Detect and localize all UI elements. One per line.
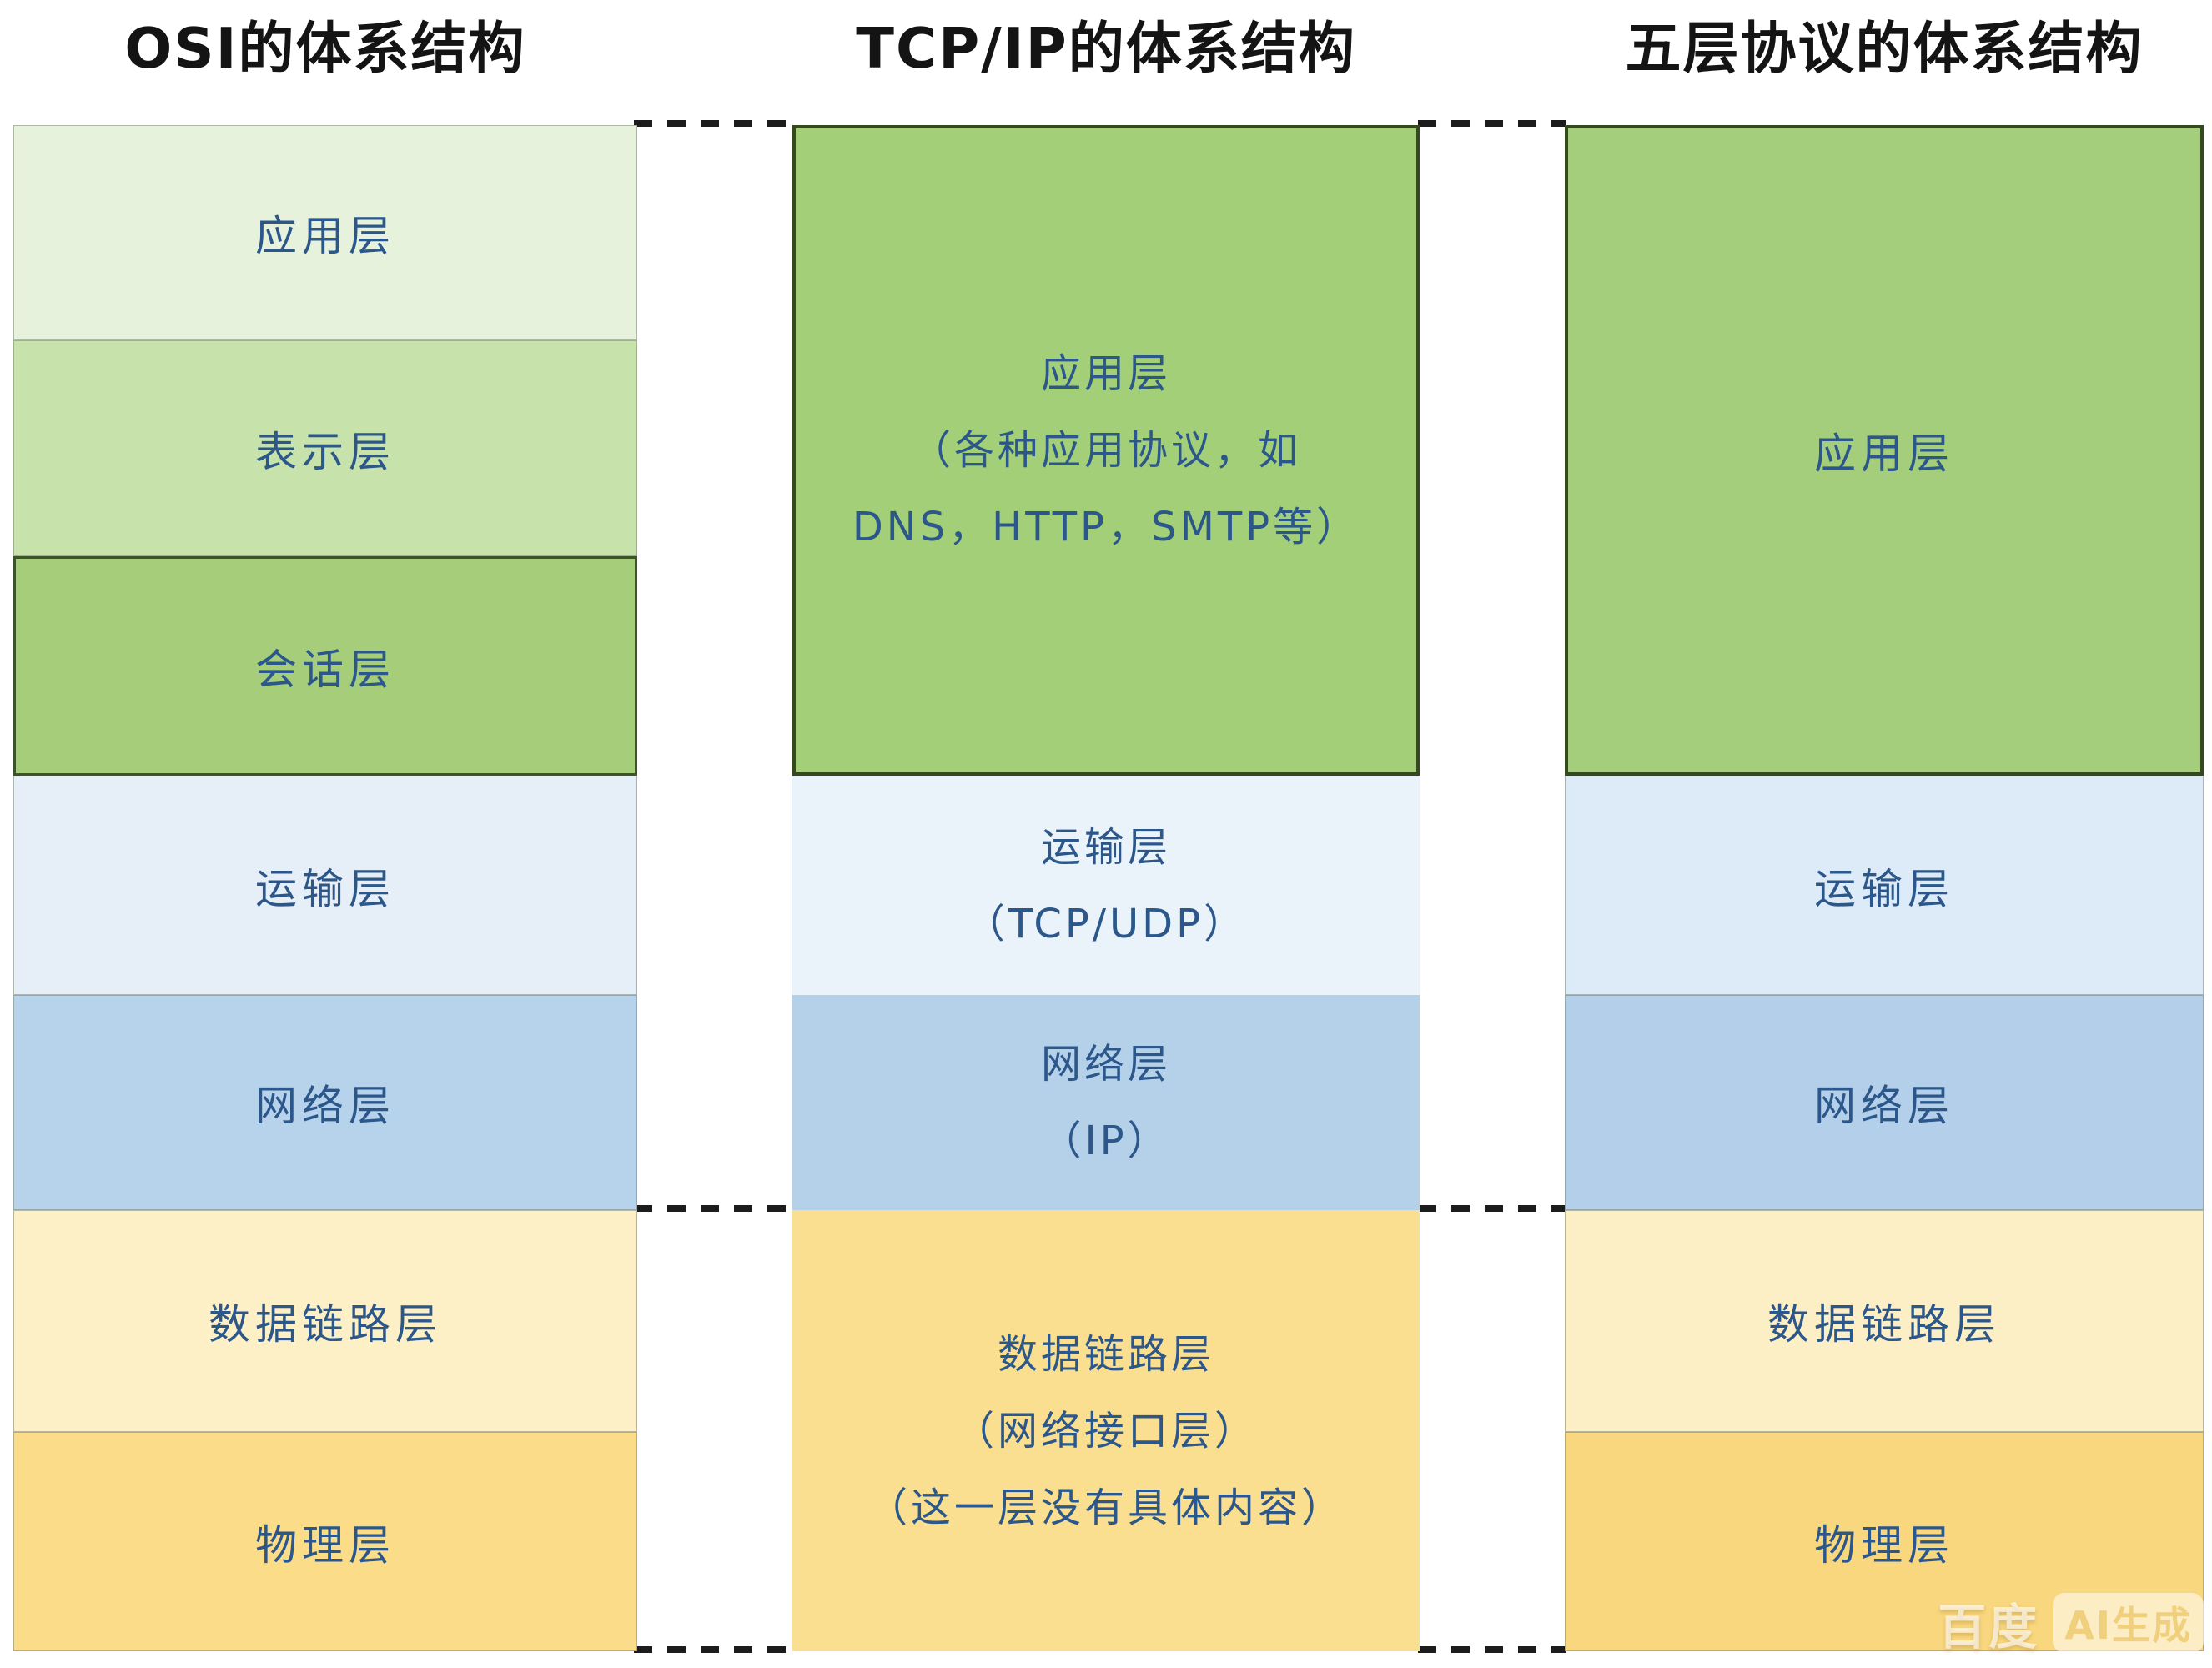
tcpip-layer-transport-line-2: （TCP/UDP） (964, 900, 1248, 947)
osi-layer-session-label: 会话层 (255, 645, 395, 694)
tcpip-layer-network-line-2: （IP） (1041, 1118, 1171, 1164)
five-layer-datalink: 数据链路层 (1565, 1210, 2204, 1432)
dashed-connector-middle-right (1418, 1205, 1566, 1212)
osi-layer-transport-label: 运输层 (255, 864, 395, 913)
tcpip-layer-application-line-2: （各种应用协议，如 (910, 427, 1301, 474)
osi-layer-datalink-label: 数据链路层 (209, 1300, 442, 1349)
osi-layer-network-label: 网络层 (255, 1082, 395, 1130)
tcpip-layer-application: 应用层 （各种应用协议，如 DNS，HTTP，SMTP等） (792, 125, 1420, 776)
tcpip-layer-network-interface: 数据链路层 （网络接口层） （这一层没有具体内容） (792, 1210, 1420, 1651)
tcpip-layer-transport: 运输层 （TCP/UDP） (792, 776, 1420, 995)
tcpip-layer-transport-line-1: 运输层 (1040, 823, 1171, 871)
five-layer-application: 应用层 (1565, 125, 2204, 776)
osi-layer-physical: 物理层 (13, 1432, 637, 1651)
tcpip-layer-network-interface-line-2: （网络接口层） (953, 1407, 1258, 1454)
five-layer-datalink-label: 数据链路层 (1767, 1300, 2001, 1349)
column-title-five-layer: 五层协议的体系结构 (1625, 16, 2144, 81)
osi-layer-presentation-label: 表示层 (255, 427, 395, 476)
osi-layer-session: 会话层 (13, 556, 637, 776)
osi-layer-physical-label: 物理层 (255, 1520, 395, 1570)
dashed-connector-top-left (634, 120, 794, 127)
watermark-brand-text: 百度 (1938, 1599, 2040, 1655)
five-layer-network-label: 网络层 (1814, 1082, 1954, 1130)
osi-layer-presentation: 表示层 (13, 340, 637, 556)
osi-layer-network: 网络层 (13, 995, 637, 1210)
osi-layer-application: 应用层 (13, 125, 637, 340)
osi-layer-transport: 运输层 (13, 776, 637, 995)
dashed-connector-middle-left (634, 1205, 794, 1212)
five-layer-transport: 运输层 (1565, 776, 2204, 995)
watermark-ai-badge: AI生成 (2053, 1593, 2204, 1653)
tcpip-layer-network-interface-line-3: （这一层没有具体内容） (867, 1484, 1345, 1531)
tcpip-layer-application-line-3: DNS，HTTP，SMTP等） (852, 504, 1360, 550)
five-layer-application-label: 应用层 (1814, 430, 1954, 478)
tcpip-layer-network-interface-line-1: 数据链路层 (997, 1330, 1214, 1378)
osi-layer-datalink: 数据链路层 (13, 1210, 637, 1432)
dashed-connector-bottom-right (1418, 1646, 1566, 1653)
five-layer-network: 网络层 (1565, 995, 2204, 1210)
tcpip-layer-network-line-1: 网络层 (1040, 1041, 1171, 1088)
dashed-connector-bottom-left (634, 1646, 794, 1653)
tcpip-layer-network: 网络层 （IP） (792, 995, 1420, 1210)
watermark: 百度 AI生成 (1938, 1588, 2204, 1658)
five-layer-physical: 物理层 (1565, 1432, 2204, 1651)
osi-layer-application-label: 应用层 (255, 212, 395, 260)
five-layer-physical-label: 物理层 (1814, 1520, 1954, 1570)
five-layer-transport-label: 运输层 (1814, 864, 1954, 913)
dashed-connector-top-right (1418, 120, 1566, 127)
column-title-tcpip: TCP/IP的体系结构 (856, 16, 1356, 81)
tcpip-layer-application-line-1: 应用层 (1040, 350, 1171, 397)
column-title-osi: OSI的体系结构 (124, 16, 526, 81)
